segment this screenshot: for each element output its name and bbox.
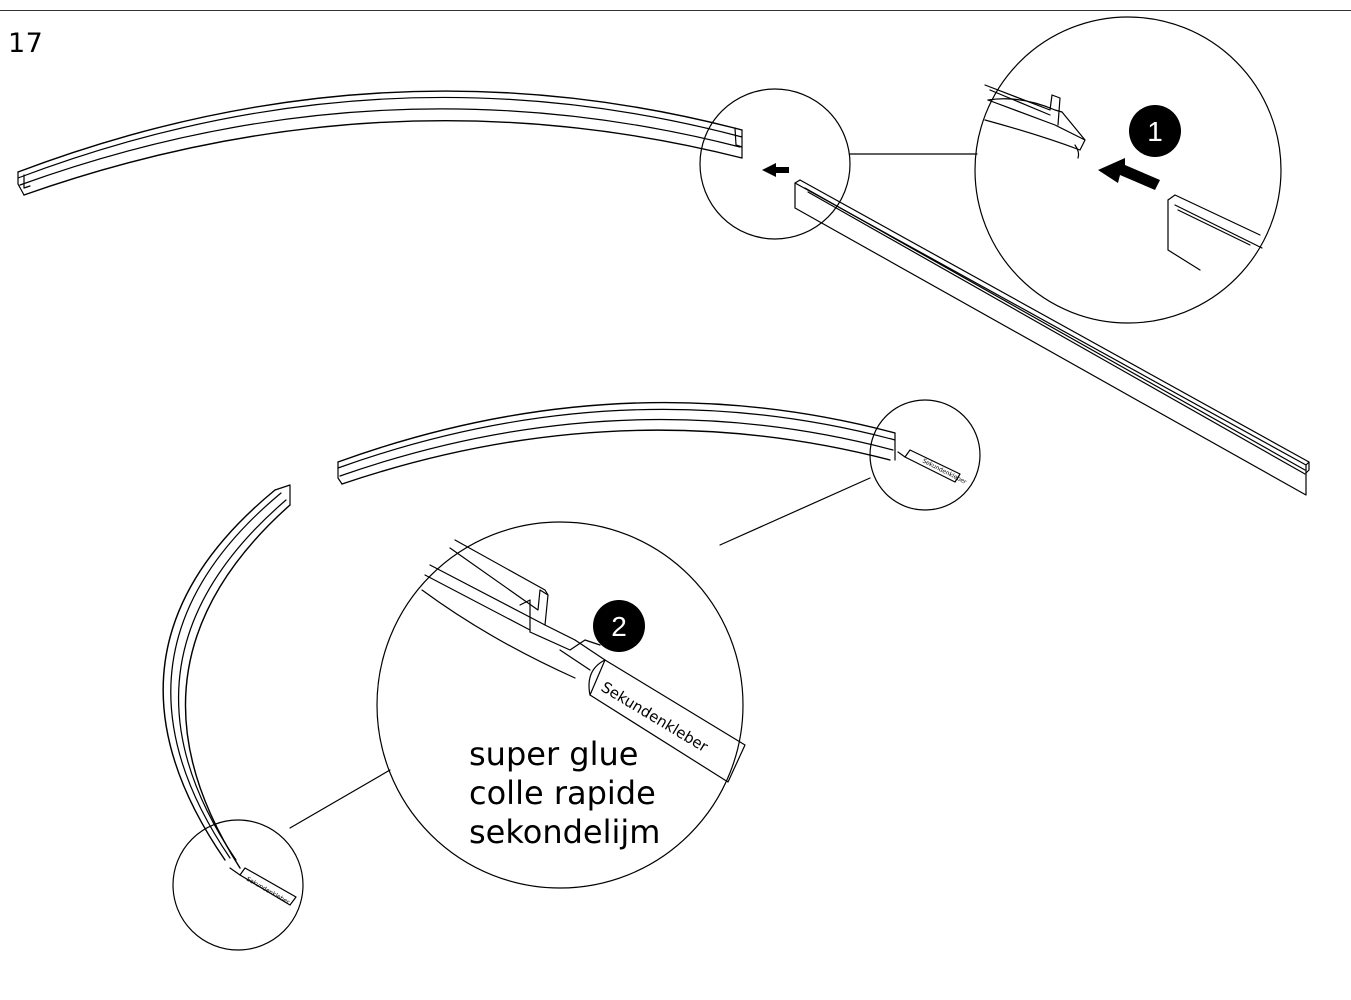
svg-text:Sekundenkleber: Sekundenkleber xyxy=(245,876,291,907)
curved-rail-left xyxy=(162,484,291,869)
straight-rail xyxy=(794,179,1310,496)
push-arrow-small xyxy=(762,163,789,177)
callout-1: 1 xyxy=(1129,105,1181,157)
detail-circle-mid-right xyxy=(869,399,981,511)
glue-labels: super glue colle rapide sekondelijm xyxy=(469,735,660,852)
glue-label-en: super glue xyxy=(469,735,639,773)
push-arrow-large xyxy=(1098,158,1160,190)
svg-text:1: 1 xyxy=(1147,116,1163,147)
step-number: 17 xyxy=(8,28,44,59)
top-rule xyxy=(0,10,1351,11)
callout-2: 2 xyxy=(593,600,645,652)
svg-text:Sekundenkleber: Sekundenkleber xyxy=(921,458,968,486)
glue-label-nl: sekondelijm xyxy=(469,813,661,851)
svg-text:2: 2 xyxy=(611,611,627,642)
curved-rail-top xyxy=(17,90,743,196)
curved-rail-middle xyxy=(337,401,896,485)
glue-tube-small-right: Sekundenkleber xyxy=(869,399,981,511)
detail-circle-top-small xyxy=(699,88,851,240)
leader-line-bottom xyxy=(289,769,391,829)
glue-label-fr: colle rapide xyxy=(469,774,656,812)
detail-circle-bottom-left xyxy=(172,819,304,951)
leader-line-mid xyxy=(719,477,871,546)
detail-circle-top-large xyxy=(974,16,1282,324)
glue-tube-small-left: Sekundenkleber xyxy=(172,819,304,951)
